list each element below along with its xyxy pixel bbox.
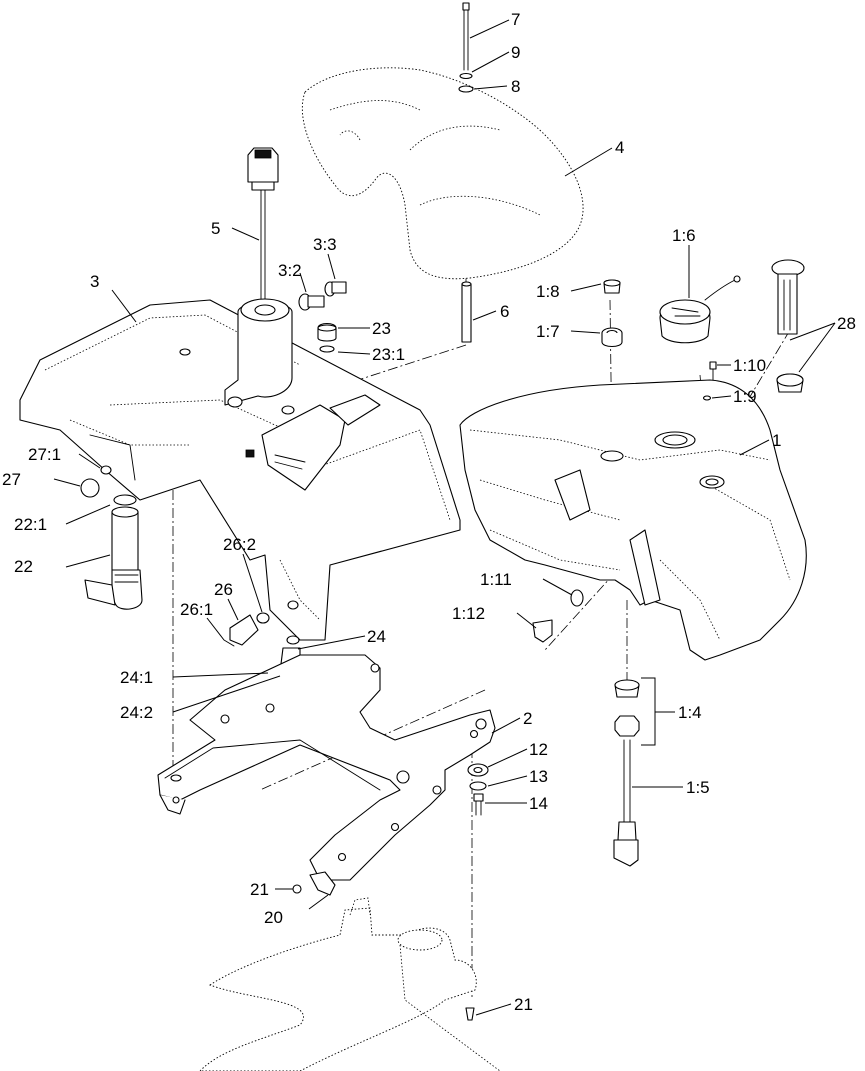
fuel-cap-1-6 [659,275,741,344]
callout-3: 3 [90,272,99,291]
callout-4: 4 [615,138,624,157]
callout-20: 20 [264,908,283,927]
callout-22-1: 22:1 [14,515,47,534]
grommet-1-7 [601,279,623,348]
callout-5: 5 [211,219,220,238]
callout-labels: 7 9 8 4 5 3:3 3:2 3 6 23 23:1 1:6 1:8 1:… [2,10,856,1014]
callout-21-upper: 21 [250,880,269,899]
callout-1-7: 1:7 [536,322,560,341]
fitting-26 [223,612,270,647]
callout-26-2: 26:2 [223,535,256,554]
plug-27 [80,465,112,498]
callout-1-6: 1:6 [672,226,696,245]
fitting-1-11-1-12 [532,589,584,643]
fitting-1-9-1-10 [702,361,717,401]
callout-1-8: 1:8 [536,282,560,301]
callout-24: 24 [367,627,386,646]
callout-1-12: 1:12 [452,604,485,623]
callout-13: 13 [529,767,548,786]
callout-14: 14 [529,794,548,813]
callout-8: 8 [511,77,520,96]
dipstick-5 [247,147,279,301]
bolt-7 [458,2,474,93]
pin-6 [461,281,472,343]
callout-22: 22 [14,557,33,576]
callout-27: 27 [2,470,21,489]
callout-21-lower: 21 [514,995,533,1014]
callout-26: 26 [214,580,233,599]
callout-1-11: 1:11 [480,570,512,589]
callout-1-4: 1:4 [678,703,702,722]
callout-23-1: 23:1 [372,345,405,364]
clip-20 [292,871,475,1021]
fitting-3-2-3-3 [298,281,347,311]
callout-27-1: 27:1 [28,445,61,464]
hydraulic-tank-3 [19,298,461,641]
leader-lines [53,19,836,1016]
seat-cushion [301,67,584,280]
callout-26-1: 26:1 [180,600,213,619]
callout-28: 28 [837,314,856,333]
filter-22 [84,494,143,610]
callout-12: 12 [529,740,548,759]
tube-1-4-1-5 [613,679,640,867]
callout-1-9: 1:9 [733,387,757,406]
callout-2: 2 [523,709,532,728]
callout-1: 1 [772,431,781,450]
callout-23: 23 [372,319,391,338]
callout-1-5: 1:5 [686,778,710,797]
callout-6: 6 [500,302,509,321]
callout-1-10: 1:10 [733,356,766,375]
callout-3-2: 3:2 [278,261,302,280]
callout-3-3: 3:3 [313,235,337,254]
fuel-tank-1 [459,379,807,661]
frame-ghost [199,897,501,1071]
callout-24-2: 24:2 [120,703,153,722]
cap-23 [317,322,337,353]
callout-24-1: 24:1 [120,668,153,687]
hardware-12-13-14 [467,763,489,816]
mounting-plate-2 [157,654,496,881]
callout-9: 9 [511,43,520,62]
sender-28 [771,259,805,393]
callout-7: 7 [511,10,520,29]
